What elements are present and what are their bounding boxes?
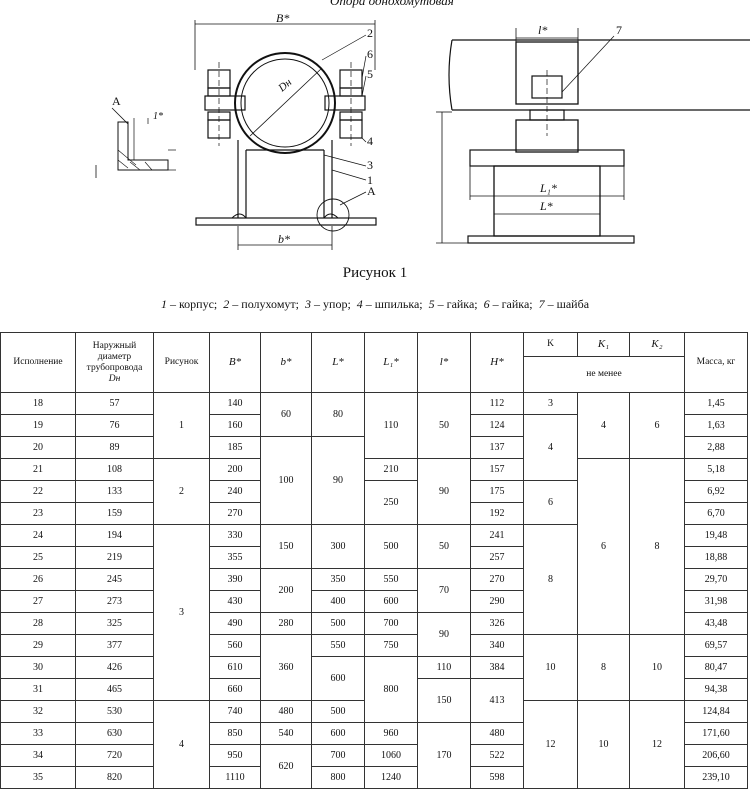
label-l: l* — [538, 23, 547, 37]
header-H: H* — [470, 332, 524, 393]
header-min: не менее — [523, 356, 685, 393]
header-isp: Исполнение — [0, 332, 76, 393]
header-fig: Рисунок — [153, 332, 210, 393]
header-L1: L₁* — [364, 332, 418, 393]
header-L: L* — [311, 332, 365, 393]
leader-5: 5 — [367, 67, 373, 81]
parts-legend: 1 – корпус; 2 – полухомут; 3 – упор; 4 –… — [160, 297, 590, 311]
header-mass: Масса, кг — [684, 332, 748, 393]
header-K2: K₂ — [629, 332, 685, 357]
document-title: Опора однохомутовая — [330, 0, 454, 8]
pipe-outer — [234, 52, 336, 154]
base-plate — [195, 217, 377, 226]
detail-A-section — [117, 121, 169, 171]
header-B: B* — [209, 332, 261, 393]
base-plate-side — [467, 235, 635, 244]
figure-caption: Рисунок 1 — [342, 265, 408, 281]
header-K: K — [523, 332, 578, 357]
label-L1: L₁* — [539, 181, 557, 195]
label-B: B* — [276, 11, 289, 25]
leader-4: 4 — [367, 134, 373, 148]
technical-drawing: B* Dн b* 2 6 5 4 3 1 A A 1* — [95, 11, 750, 250]
label-A-detail: A — [112, 94, 121, 108]
label-gap: 1* — [153, 111, 163, 122]
leader-3: 3 — [367, 158, 373, 172]
label-A-callout: A — [367, 184, 376, 198]
header-l: l* — [417, 332, 471, 393]
label-L: L* — [539, 199, 553, 213]
leader-6: 6 — [367, 47, 373, 61]
leader-7: 7 — [616, 23, 622, 37]
leader-1: 1 — [367, 173, 373, 187]
label-b: b* — [278, 232, 290, 246]
pipe-inner — [240, 58, 330, 148]
clamp-top-side — [515, 41, 579, 105]
support-body — [237, 140, 333, 218]
pipe-side-view — [448, 39, 750, 111]
header-b: b* — [260, 332, 312, 393]
leader-2: 2 — [367, 26, 373, 40]
header-K1: K₁ — [577, 332, 630, 357]
label-Dn: Dн — [275, 76, 294, 95]
